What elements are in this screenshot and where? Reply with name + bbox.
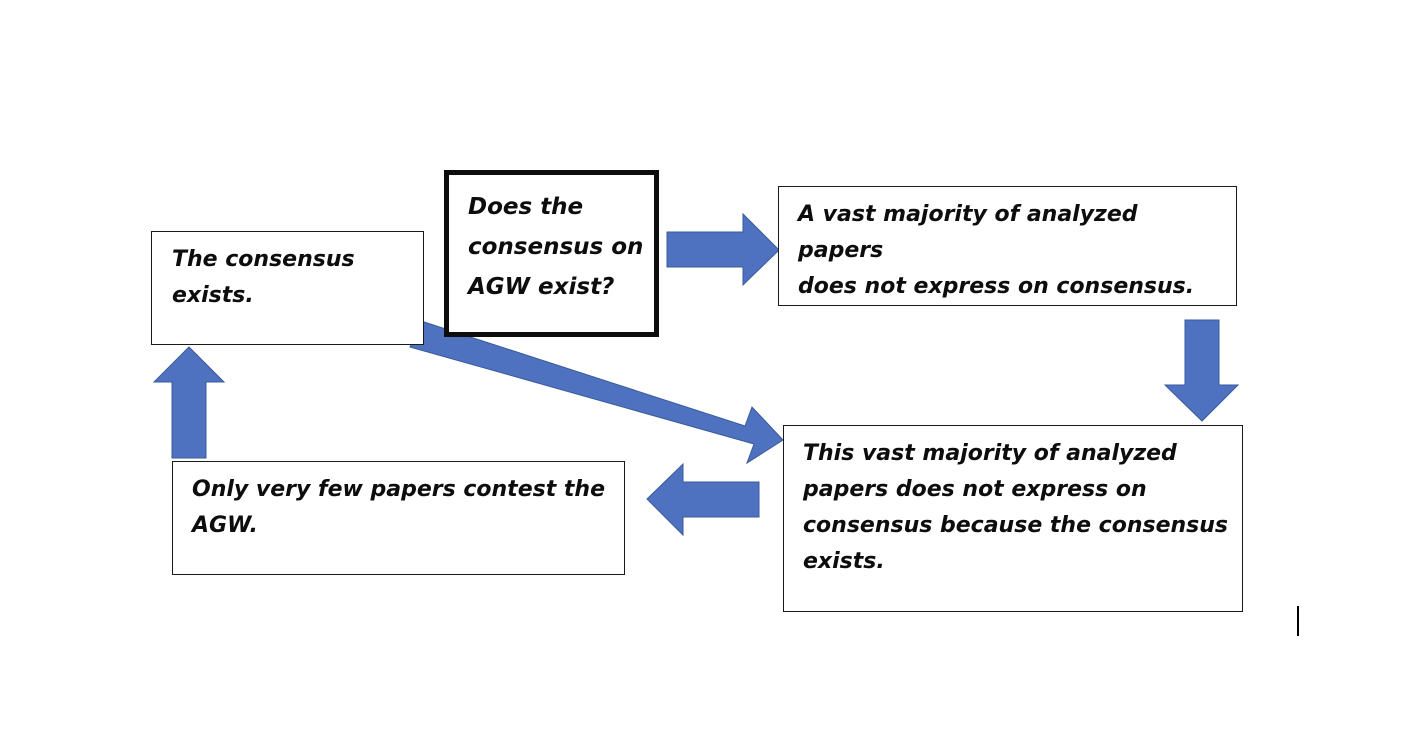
box-because-consensus: This vast majority of analyzed papers do…	[783, 425, 1243, 612]
box-consensus-exists: The consensus exists.	[151, 231, 424, 345]
box-vast-majority: A vast majority of analyzed papers does …	[778, 186, 1237, 306]
box-vast-majority-text: A vast majority of analyzed papers does …	[798, 202, 1195, 299]
box-question-text: Does the consensus on AGW exist?	[468, 194, 644, 300]
box-because-consensus-text: This vast majority of analyzed papers do…	[803, 441, 1229, 574]
box-question: Does the consensus on AGW exist?	[444, 170, 659, 337]
arrow-exists-to-because	[409, 320, 784, 465]
arrow-few-to-exists	[152, 346, 226, 459]
arrow-question-to-vast	[666, 212, 780, 287]
box-consensus-exists-text: The consensus exists.	[172, 247, 355, 308]
text-cursor-icon	[1297, 606, 1299, 636]
box-few-papers: Only very few papers contest the AGW.	[172, 461, 625, 575]
arrow-because-to-few	[646, 462, 760, 537]
box-few-papers-text: Only very few papers contest the AGW.	[192, 477, 605, 538]
arrow-vast-to-because	[1163, 319, 1240, 422]
